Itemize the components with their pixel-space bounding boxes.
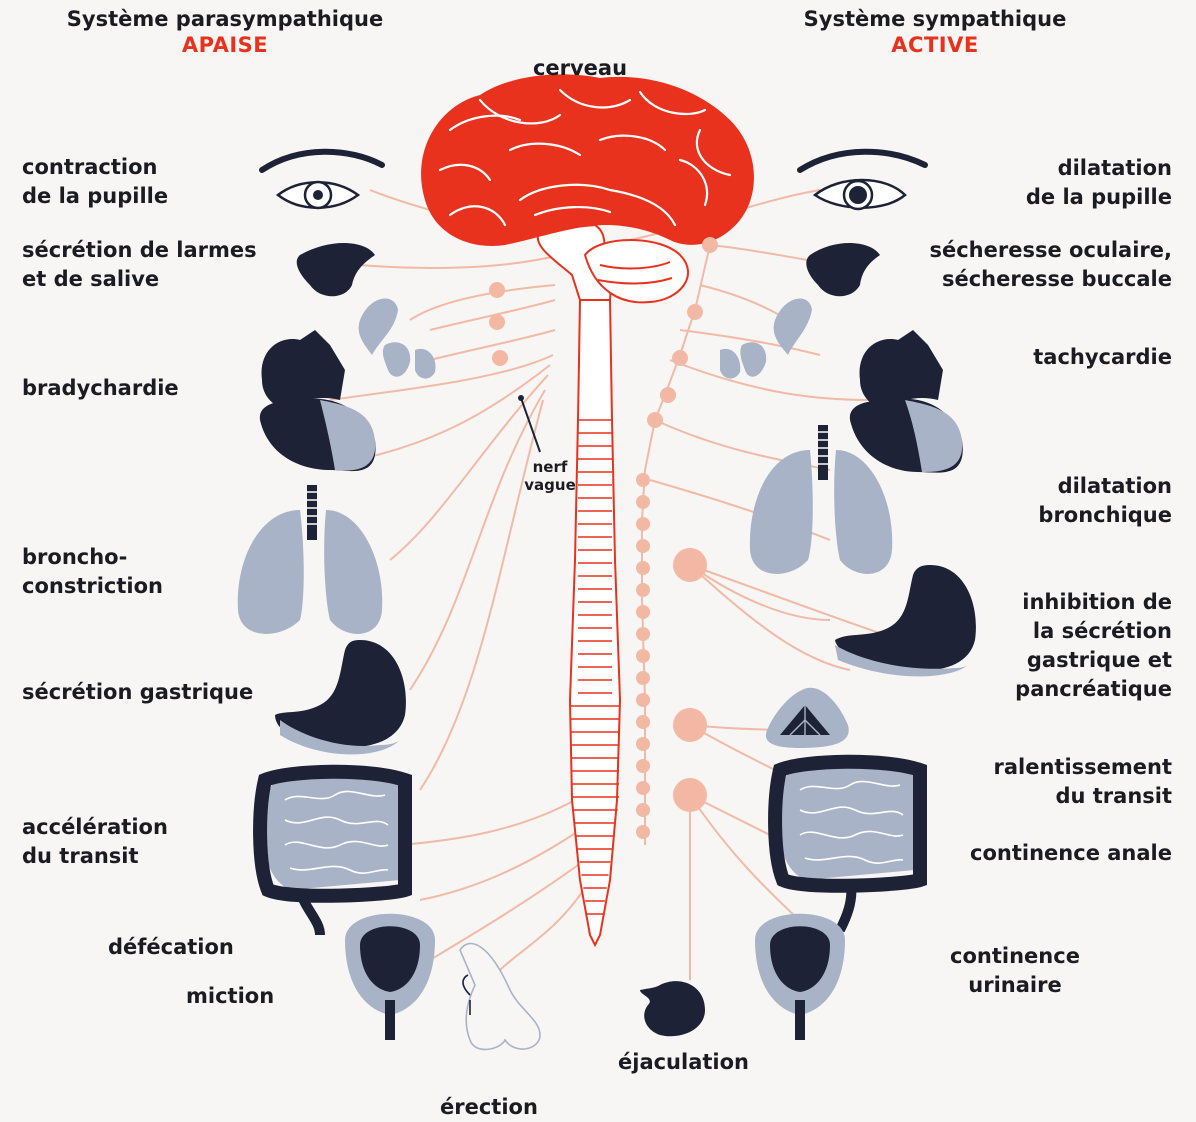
chain-ganglion <box>637 672 649 684</box>
chain-ganglion <box>637 782 649 794</box>
label-ejaculation: éjaculation <box>618 1048 749 1077</box>
left-stomach <box>275 640 406 754</box>
chain-ganglion <box>637 760 649 772</box>
label-tachycardie: tachycardie <box>1033 343 1172 372</box>
penis-illustration <box>460 943 540 1049</box>
left-lacrimal-gland <box>297 243 375 296</box>
left-bladder <box>345 914 435 1040</box>
chain-ganglion <box>637 650 649 662</box>
chain-ganglion <box>637 496 649 508</box>
chain-ganglion <box>637 628 649 640</box>
spinal-cord <box>570 300 620 945</box>
chain-ganglion <box>637 518 649 530</box>
left-heart <box>260 330 376 471</box>
label-miction: miction <box>186 982 274 1011</box>
label-anal-continence: continence anale <box>970 839 1172 868</box>
left-salivary-glands <box>359 299 436 379</box>
right-stomach <box>835 565 976 676</box>
brain-label: cerveau <box>500 54 660 83</box>
left-system-subtitle: APAISE <box>60 32 390 58</box>
right-heart <box>850 330 963 473</box>
right-pancreas <box>766 688 849 748</box>
right-system-subtitle: ACTIVE <box>790 32 1080 58</box>
chain-ganglion <box>637 716 649 728</box>
parasympathetic-ganglia <box>489 282 508 366</box>
label-urinary-continence: continence urinaire <box>915 942 1115 1000</box>
brain <box>421 74 754 246</box>
label-erection: érection <box>440 1093 538 1122</box>
label-gastric-inhibition: inhibition de la sécrétion gastrique et … <box>1015 588 1172 704</box>
right-intestine <box>775 762 922 930</box>
chain-ganglion <box>637 606 649 618</box>
label-pupil-contraction: contraction de la pupille <box>22 153 168 211</box>
label-pupil-dilation: dilatation de la pupille <box>1026 154 1172 212</box>
label-tears-saliva: sécrétion de larmes et de salive <box>22 236 257 294</box>
label-transit-slowing: ralentissement du transit <box>993 753 1172 811</box>
label-bronchial-dilation: dilatation bronchique <box>1038 472 1172 530</box>
right-system-title: Système sympathique <box>790 6 1080 32</box>
right-lacrimal-gland <box>806 243 880 296</box>
left-intestine <box>260 772 407 935</box>
chain-ganglion <box>637 738 649 750</box>
chain-ganglion <box>637 694 649 706</box>
chain-ganglion <box>637 804 649 816</box>
label-bradychardie: bradychardie <box>22 374 179 403</box>
seminal-gland <box>640 981 705 1036</box>
sympathetic-chain <box>637 238 717 845</box>
chain-ganglion <box>637 540 649 552</box>
label-dry-eye-mouth: sécheresse oculaire, sécheresse buccale <box>929 236 1172 294</box>
label-transit-acceleration: accélération du transit <box>22 813 168 871</box>
label-bronchoconstriction: broncho- constriction <box>22 543 163 601</box>
chain-ganglion <box>637 584 649 596</box>
left-system-title: Système parasympathique <box>60 6 390 32</box>
chain-ganglion <box>637 474 649 486</box>
chain-ganglion <box>637 562 649 574</box>
label-nerf-vague: nerf vague <box>515 458 585 494</box>
left-eye <box>262 152 382 208</box>
label-gastric-secretion: sécrétion gastrique <box>22 678 253 707</box>
left-lungs <box>238 485 382 634</box>
right-bladder <box>755 914 845 1040</box>
label-defecation: défécation <box>108 933 234 962</box>
right-eye <box>800 152 925 209</box>
chain-ganglion <box>637 826 649 838</box>
